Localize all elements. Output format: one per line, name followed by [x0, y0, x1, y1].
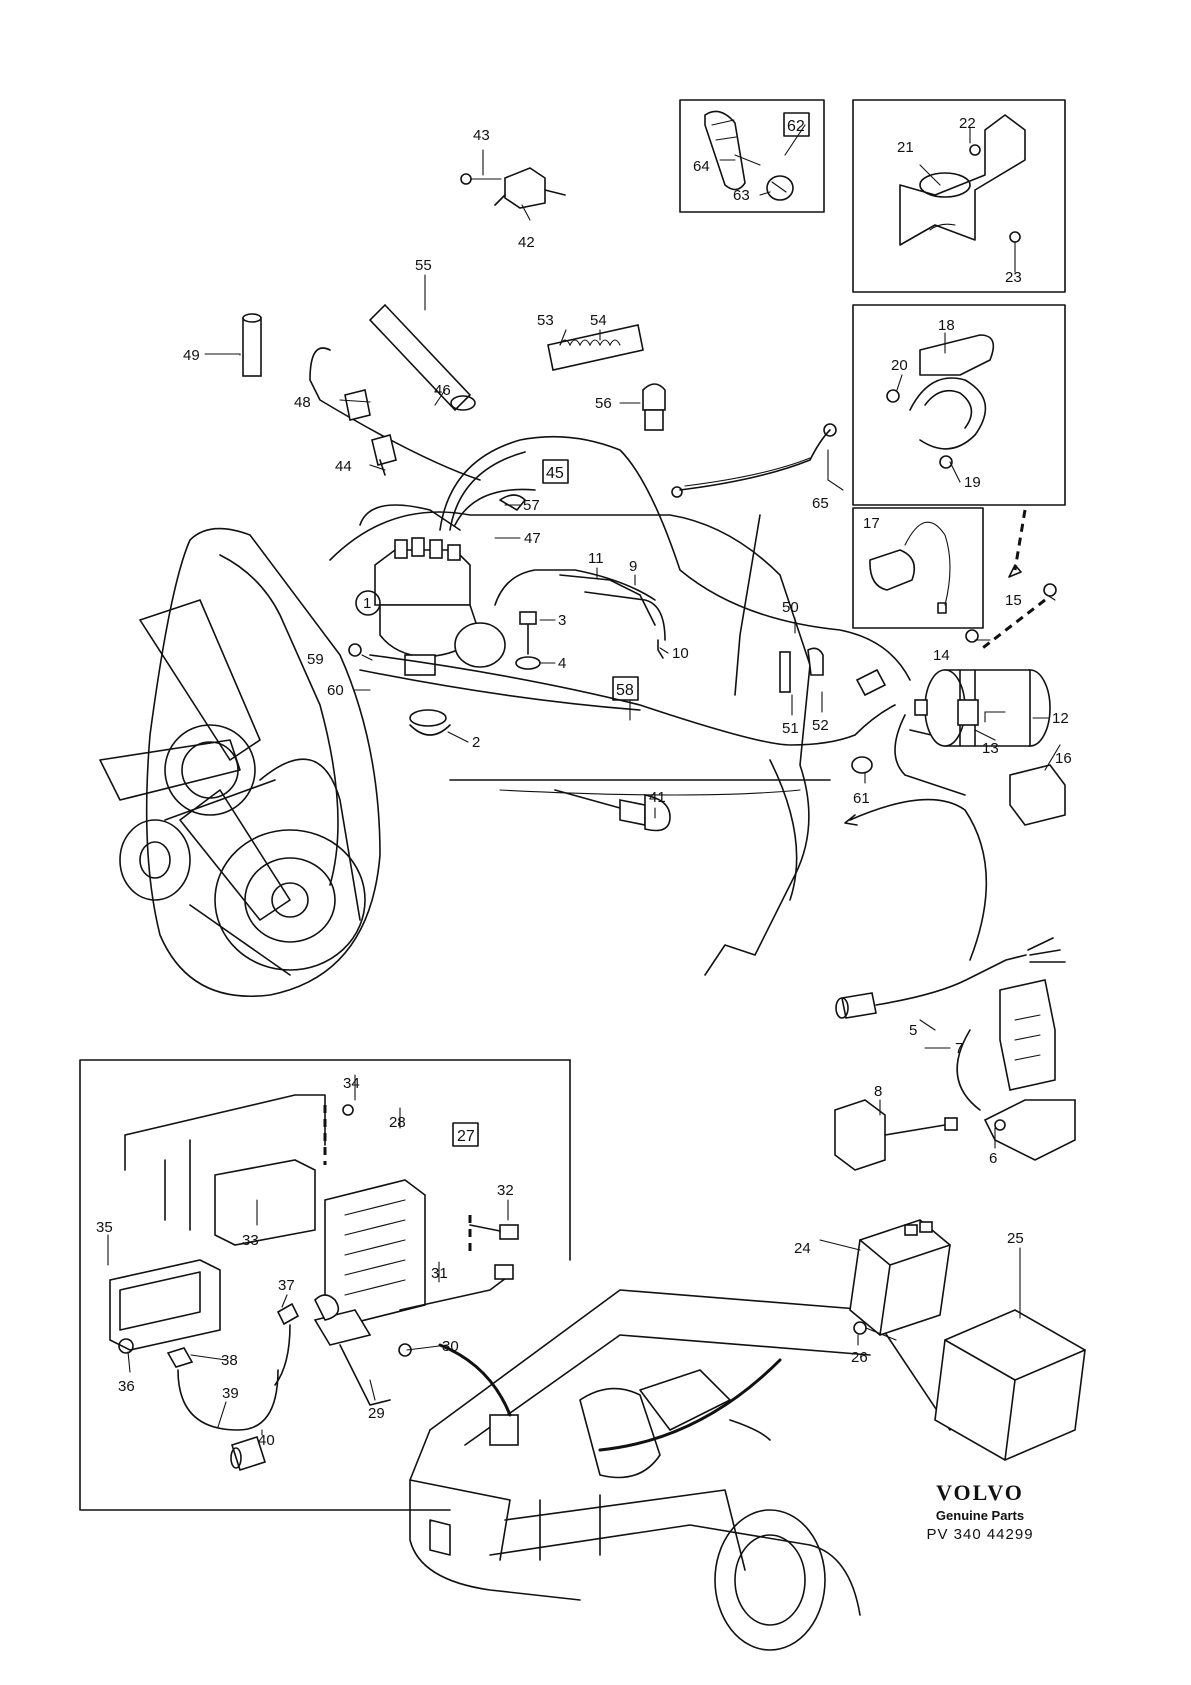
callout-42: 42 — [518, 234, 535, 251]
callout-5: 5 — [909, 1022, 917, 1039]
car-front-drawing — [409, 1289, 951, 1651]
callout-56: 56 — [595, 395, 612, 412]
callout-15: 15 — [1005, 592, 1022, 609]
callout-41: 41 — [649, 789, 666, 806]
callout-61: 61 — [853, 790, 870, 807]
callout-35: 35 — [96, 1219, 113, 1236]
callout-7: 7 — [955, 1040, 963, 1057]
callout-8: 8 — [874, 1083, 882, 1100]
inset-21-box — [852, 99, 1066, 293]
callout-box — [612, 676, 639, 701]
small-parts — [242, 167, 1076, 1171]
callout-38: 38 — [221, 1352, 238, 1369]
callout-39: 39 — [222, 1385, 239, 1402]
callout-26: 26 — [851, 1349, 868, 1366]
callout-6: 6 — [989, 1150, 997, 1167]
callout-10: 10 — [672, 645, 689, 662]
callout-55: 55 — [415, 257, 432, 274]
callout-17: 17 — [863, 515, 880, 532]
callout-box — [452, 1122, 479, 1147]
callout-24: 24 — [794, 1240, 811, 1257]
callout-46: 46 — [434, 382, 451, 399]
callout-43: 43 — [473, 127, 490, 144]
arrow-line — [1013, 509, 1027, 571]
callout-21: 21 — [897, 139, 914, 156]
callout-32: 32 — [497, 1182, 514, 1199]
callout-13: 13 — [982, 740, 999, 757]
callout-29: 29 — [368, 1405, 385, 1422]
callout-27: 27 — [457, 1128, 475, 1145]
callout-34: 34 — [343, 1075, 360, 1092]
inset-17-box — [852, 507, 984, 629]
callout-18: 18 — [938, 317, 955, 334]
control-modules — [849, 1219, 1086, 1461]
part-code: PV 340 44299 — [926, 1526, 1034, 1543]
inset-62-box — [679, 99, 825, 213]
callout-52: 52 — [812, 717, 829, 734]
callout-12: 12 — [1052, 710, 1069, 727]
volvo-logo: VOLVO — [936, 1480, 1024, 1505]
callout-50: 50 — [782, 599, 799, 616]
callout-62: 62 — [787, 118, 805, 135]
brand-block: VOLVO Genuine Parts PV 340 44299 — [880, 1480, 1080, 1543]
callout-14: 14 — [933, 647, 950, 664]
callout-28: 28 — [389, 1114, 406, 1131]
callout-54: 54 — [590, 312, 607, 329]
callout-30: 30 — [442, 1338, 459, 1355]
callout-64: 64 — [693, 158, 710, 175]
callout-31: 31 — [431, 1265, 448, 1282]
callout-4: 4 — [558, 655, 566, 672]
callout-16: 16 — [1055, 750, 1072, 767]
callout-57: 57 — [523, 497, 540, 514]
callout-3: 3 — [558, 612, 566, 629]
callout-65: 65 — [812, 495, 829, 512]
callout-48: 48 — [294, 394, 311, 411]
callout-22: 22 — [959, 115, 976, 132]
callout-20: 20 — [891, 357, 908, 374]
callout-11: 11 — [588, 550, 604, 567]
arrow-head — [1008, 564, 1022, 578]
inset-18-box — [852, 304, 1066, 506]
brand-subtitle: Genuine Parts — [935, 1508, 1025, 1523]
callout-circle — [355, 590, 381, 616]
callout-53: 53 — [537, 312, 554, 329]
callout-36: 36 — [118, 1378, 135, 1395]
callout-63: 63 — [733, 187, 750, 204]
callout-19: 19 — [964, 474, 981, 491]
callout-25: 25 — [1007, 1230, 1024, 1247]
callout-33: 33 — [242, 1232, 259, 1249]
callout-9: 9 — [629, 558, 637, 575]
callout-40: 40 — [258, 1432, 275, 1449]
callout-47: 47 — [524, 530, 541, 547]
callout-45: 45 — [546, 465, 564, 482]
callout-60: 60 — [327, 682, 344, 699]
ignition-coil — [914, 669, 1051, 747]
callout-51: 51 — [782, 720, 799, 737]
callout-23: 23 — [1005, 269, 1022, 286]
callout-59: 59 — [307, 651, 324, 668]
callout-box — [783, 112, 810, 137]
callout-2: 2 — [472, 734, 480, 751]
callout-37: 37 — [278, 1277, 295, 1294]
callout-58: 58 — [616, 682, 634, 699]
callout-44: 44 — [335, 458, 352, 475]
callout-49: 49 — [183, 347, 200, 364]
engine-drawing — [99, 504, 831, 997]
callout-box — [542, 459, 569, 484]
inset-27-box — [79, 1059, 571, 1511]
callout-1: 1 — [363, 595, 371, 612]
